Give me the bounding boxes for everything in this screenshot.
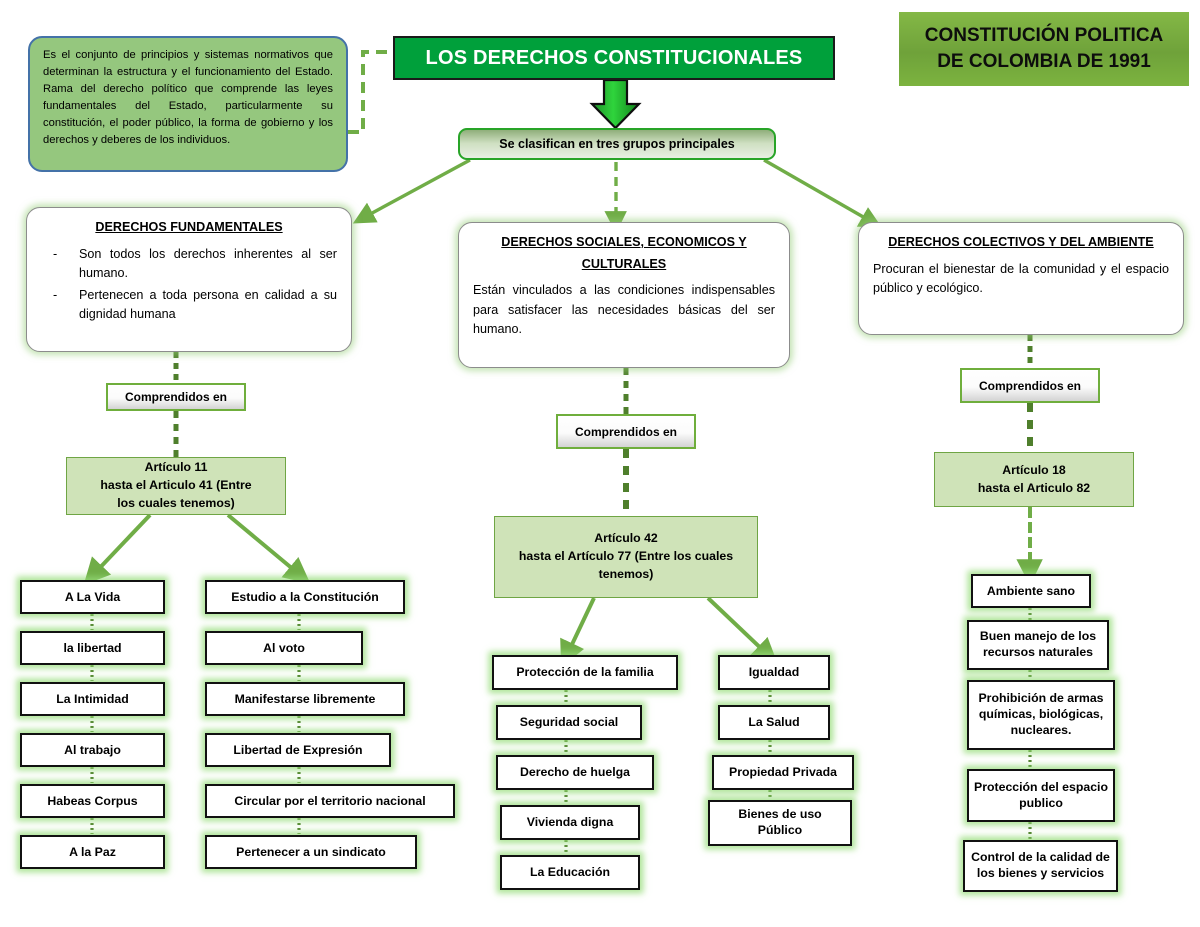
connector-soc-article-to-col1 bbox=[560, 597, 596, 668]
leaf-a-la-paz[interactable]: A la Paz bbox=[20, 835, 165, 869]
block-arrow-title-to-classifier bbox=[589, 78, 642, 130]
list-item: Pertenecen a toda persona en calidad a s… bbox=[41, 286, 337, 325]
leaf-proteccion-espacio-publico[interactable]: Protección del espacio publico bbox=[967, 769, 1115, 822]
leaf-igualdad[interactable]: Igualdad bbox=[718, 655, 830, 690]
article-line-1: Artículo 18 bbox=[1002, 462, 1066, 477]
branch-box-fundamentales: DERECHOS FUNDAMENTALES Son todos los der… bbox=[26, 207, 352, 352]
corner-title-line2: DE COLOMBIA DE 1991 bbox=[937, 51, 1151, 72]
leaf-estudio-a-la-constitucion[interactable]: Estudio a la Constitución bbox=[205, 580, 405, 614]
leaf-la-intimidad[interactable]: La Intimidad bbox=[20, 682, 165, 716]
connector-classifier-to-colectivos bbox=[763, 158, 883, 228]
leaf-la-salud[interactable]: La Salud bbox=[718, 705, 830, 740]
connector-classifier-to-fundamentales bbox=[352, 158, 471, 224]
branch-box-sociales: DERECHOS SOCIALES, ECONOMICOS Y CULTURAL… bbox=[458, 222, 790, 368]
comprendidos-en-fundamentales: Comprendidos en bbox=[106, 383, 246, 411]
list-item: Son todos los derechos inherentes al ser… bbox=[41, 245, 337, 284]
leaf-ambiente-sano[interactable]: Ambiente sano bbox=[971, 574, 1091, 608]
connector-fund-article-to-col1 bbox=[83, 513, 152, 585]
leaf-proteccion-de-la-familia[interactable]: Protección de la familia bbox=[492, 655, 678, 690]
article-box-fundamentales: Artículo 11 hasta el Articulo 41 (Entre … bbox=[66, 457, 286, 515]
leaf-al-voto[interactable]: Al voto bbox=[205, 631, 363, 665]
branch-paragraph-sociales: Están vinculados a las condiciones indis… bbox=[473, 283, 775, 337]
branch-paragraph-colectivos: Procuran el bienestar de la comunidad y … bbox=[873, 261, 1169, 296]
leaf-seguridad-social[interactable]: Seguridad social bbox=[496, 705, 642, 740]
connector-fund-article-to-col2 bbox=[226, 513, 311, 584]
article-line-3: tenemos) bbox=[598, 566, 654, 581]
branch-box-colectivos: DERECHOS COLECTIVOS Y DEL AMBIENTE Procu… bbox=[858, 222, 1184, 335]
leaf-la-educacion[interactable]: La Educación bbox=[500, 855, 640, 890]
definition-text: Es el conjunto de principios y sistemas … bbox=[43, 49, 333, 147]
article-box-sociales: Artículo 42 hasta el Artículo 77 (Entre … bbox=[494, 516, 758, 598]
leaf-habeas-corpus[interactable]: Habeas Corpus bbox=[20, 784, 165, 818]
article-line-1: Artículo 11 bbox=[144, 460, 208, 475]
leaf-control-calidad-bienes-servicios[interactable]: Control de la calidad de los bienes y se… bbox=[963, 840, 1118, 892]
branch-heading-colectivos: DERECHOS COLECTIVOS Y DEL AMBIENTE bbox=[888, 235, 1154, 249]
article-line-2: hasta el Artículo 77 (Entre los cuales bbox=[518, 549, 734, 564]
corner-title-block: CONSTITUCIÓN POLITICA DE COLOMBIA DE 199… bbox=[899, 12, 1189, 86]
leaf-al-trabajo[interactable]: Al trabajo bbox=[20, 733, 165, 767]
branch-bullets-fundamentales: Son todos los derechos inherentes al ser… bbox=[41, 245, 337, 325]
article-line-2: hasta el Articulo 41 (Entre bbox=[100, 478, 252, 493]
corner-title-line1: CONSTITUCIÓN POLITICA bbox=[924, 25, 1164, 47]
leaf-libertad-de-expresion[interactable]: Libertad de Expresión bbox=[205, 733, 391, 767]
leaf-vivienda-digna[interactable]: Vivienda digna bbox=[500, 805, 640, 840]
article-line-2: hasta el Articulo 82 bbox=[977, 480, 1091, 495]
leaf-propiedad-privada[interactable]: Propiedad Privada bbox=[712, 755, 854, 790]
leaf-circular-por-el-territorio-nacional[interactable]: Circular por el territorio nacional bbox=[205, 784, 455, 818]
leaf-a-la-vida[interactable]: A La Vida bbox=[20, 580, 165, 614]
article-box-colectivos: Artículo 18 hasta el Articulo 82 bbox=[934, 452, 1134, 507]
connector-definition-to-title bbox=[348, 50, 392, 134]
article-line-3: los cuales tenemos) bbox=[117, 495, 235, 510]
leaf-bienes-de-uso-publico[interactable]: Bienes de uso Público bbox=[708, 800, 852, 846]
comprendidos-en-colectivos: Comprendidos en bbox=[960, 368, 1100, 403]
leaf-la-libertad[interactable]: la libertad bbox=[20, 631, 165, 665]
leaf-derecho-de-huelga[interactable]: Derecho de huelga bbox=[496, 755, 654, 790]
leaf-manifestarse-libremente[interactable]: Manifestarse libremente bbox=[205, 682, 405, 716]
definition-box: Es el conjunto de principios y sistemas … bbox=[28, 36, 348, 172]
main-title-banner: LOS DERECHOS CONSTITUCIONALES bbox=[393, 36, 835, 80]
leaf-pertenecer-a-un-sindicato[interactable]: Pertenecer a un sindicato bbox=[205, 835, 417, 869]
article-line-1: Artículo 42 bbox=[594, 531, 658, 546]
leaf-prohibicion-armas[interactable]: Prohibición de armas químicas, biológica… bbox=[967, 680, 1115, 750]
comprendidos-en-sociales: Comprendidos en bbox=[556, 414, 696, 449]
branch-heading-fundamentales: DERECHOS FUNDAMENTALES bbox=[95, 220, 283, 234]
branch-heading-sociales-line2: CULTURALES bbox=[581, 256, 667, 271]
branch-heading-sociales-line1: DERECHOS SOCIALES, ECONOMICOS Y bbox=[501, 235, 747, 249]
classifier-pill: Se clasifican en tres grupos principales bbox=[458, 128, 776, 160]
connector-soc-article-to-col2 bbox=[706, 596, 778, 665]
leaf-buen-manejo-recursos[interactable]: Buen manejo de los recursos naturales bbox=[967, 620, 1109, 670]
